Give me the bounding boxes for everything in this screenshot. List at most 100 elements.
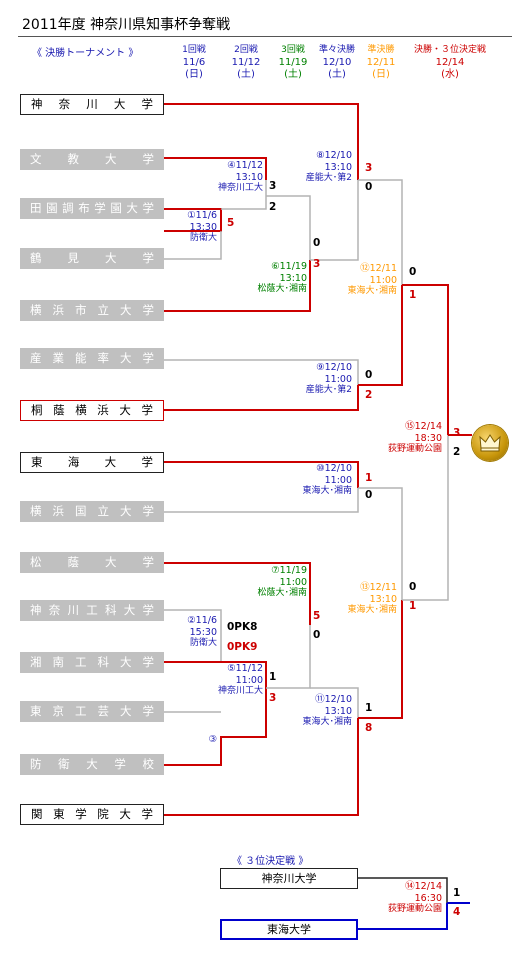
team-name-char: 市 xyxy=(75,303,87,317)
team-name-char: 川 xyxy=(86,97,98,111)
match-venue: 東海大･湘南 xyxy=(347,286,397,296)
bracket-line xyxy=(310,687,359,718)
match-label: ⑫12/11 xyxy=(360,263,397,274)
match-time: 13:10 xyxy=(235,171,263,183)
round-header-name: 3回戦 xyxy=(281,45,305,55)
team-box: 鶴見大学 xyxy=(20,248,164,269)
team-name-char: 布 xyxy=(78,201,90,215)
third-place-team2: 東海大学 xyxy=(220,919,358,940)
bracket-line xyxy=(164,103,359,180)
match-label: ⑬12/11 xyxy=(360,582,397,593)
score-value: 5 xyxy=(313,610,321,622)
team-box: 関東学院大学 xyxy=(20,804,164,825)
bracket-line xyxy=(358,179,403,285)
bracket-line xyxy=(164,609,222,661)
team-name-char: 大 xyxy=(104,455,117,469)
round-header-date: 11/19 xyxy=(278,56,308,68)
match-venue: 神奈川工大 xyxy=(217,183,263,193)
match-venue: 松蔭大･湘南 xyxy=(257,588,307,598)
team-box: 文教大学 xyxy=(20,149,164,170)
match-label: ⑧12/10 xyxy=(316,150,352,161)
team-name-char: 関 xyxy=(31,807,43,821)
bracket-line xyxy=(221,661,267,688)
team-name-char: 園 xyxy=(110,201,122,215)
bracket-line xyxy=(402,284,449,435)
team-name-char: 園 xyxy=(46,201,58,215)
bracket-line xyxy=(164,385,359,411)
score-value: 3 xyxy=(365,162,373,174)
match-label: ③ xyxy=(208,734,217,745)
round-header-date: 11/12 xyxy=(231,56,261,68)
team-name-char: 学 xyxy=(142,351,155,365)
team-name-char: 産 xyxy=(30,351,42,365)
round-header-day: (土) xyxy=(328,69,346,80)
team-name-char: 大 xyxy=(126,201,138,215)
team-name-char: 立 xyxy=(97,303,110,317)
team-name-char: 田 xyxy=(30,201,42,215)
tournament-label: 《 決勝トーナメント 》 xyxy=(32,48,139,59)
team-name-char: 学 xyxy=(142,504,155,518)
bracket-line xyxy=(358,600,403,719)
score-value: 1 xyxy=(365,702,373,714)
round-header-name: 2回戦 xyxy=(234,45,258,55)
team-name-char: 大 xyxy=(123,603,136,617)
team-box: 湘南工科大学 xyxy=(20,652,164,673)
team-name-char: 国 xyxy=(75,504,87,518)
round-header-name: 準決勝 xyxy=(367,45,395,55)
bracket-line xyxy=(164,718,359,816)
score-value: 1 xyxy=(365,472,373,484)
team-box: 東海大学 xyxy=(20,452,164,473)
match-time: 13:10 xyxy=(324,161,352,173)
team-name-char: 文 xyxy=(30,152,42,166)
bracket-line xyxy=(164,488,359,513)
match-label: ⑨12/10 xyxy=(316,362,352,373)
bracket-line xyxy=(164,157,267,180)
team-name-char: 業 xyxy=(52,351,65,365)
third-place-label: 《 ３位決定戦 》 xyxy=(232,856,309,867)
team-name-char: 校 xyxy=(142,757,155,771)
match-label: ①11/6 xyxy=(187,210,217,221)
score-value: 8 xyxy=(365,722,373,734)
team-box: 産業能率大学 xyxy=(20,348,164,369)
team-box: 東京工芸大学 xyxy=(20,701,164,722)
bracket-line xyxy=(310,180,359,261)
score-value: 1 xyxy=(453,887,461,899)
score-value: 0 xyxy=(313,629,321,641)
team-name-char: 学 xyxy=(142,655,155,669)
match-venue: 東海大･湘南 xyxy=(302,717,352,727)
team-name-char: 学 xyxy=(142,603,155,617)
team-box: 横浜市立大学 xyxy=(20,300,164,321)
team-name-char: 学 xyxy=(141,455,153,469)
team-name-char: 横 xyxy=(30,504,42,518)
score-value: 3 xyxy=(269,692,277,704)
score-value: 1 xyxy=(269,671,277,683)
team-box: 桐蔭横浜大学 xyxy=(20,400,164,421)
score-value: 0PK9 xyxy=(227,641,258,653)
match-venue: 荻野運動公園 xyxy=(387,904,442,914)
team-box: 田園調布学園大学 xyxy=(20,198,164,219)
score-value: 1 xyxy=(409,600,417,612)
bracket-line xyxy=(164,208,222,232)
match-label: ⑪12/10 xyxy=(315,694,352,705)
match-time: 11:00 xyxy=(324,373,352,385)
match-label: ⑩12/10 xyxy=(316,463,352,474)
bracket-line xyxy=(164,231,222,260)
match-time: 18:30 xyxy=(414,432,442,444)
match-label: ⑭12/14 xyxy=(405,881,442,892)
score-value: 3 xyxy=(269,180,277,192)
team-name-char: 大 xyxy=(120,704,132,718)
score-value: 3 xyxy=(453,427,461,439)
score-value: 2 xyxy=(269,201,277,213)
round-header-name: 1回戦 xyxy=(182,45,206,55)
match-venue: 荻野運動公園 xyxy=(387,444,442,454)
